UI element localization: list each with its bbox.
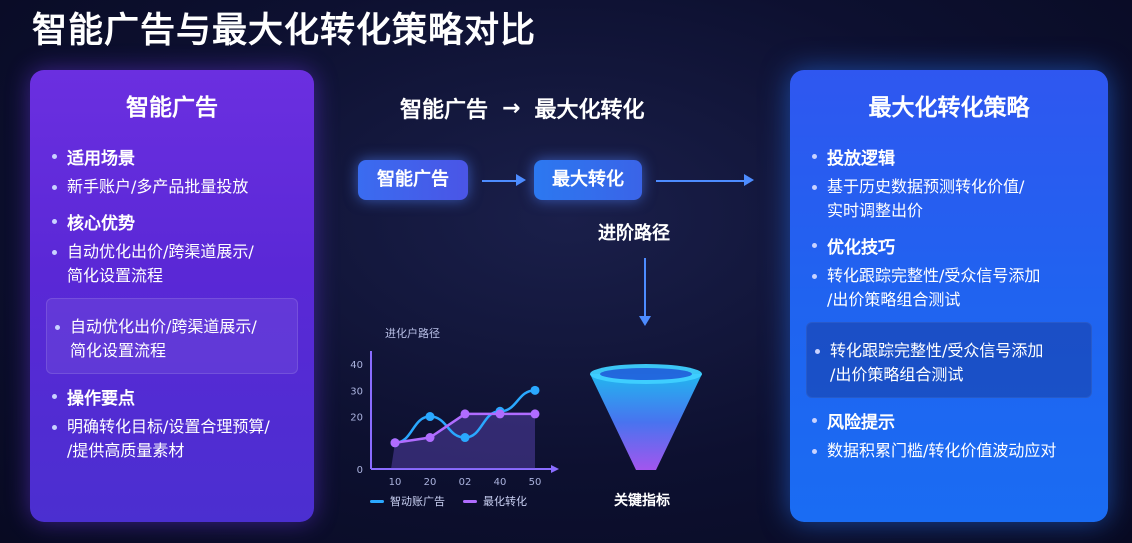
legend-swatch-series-b (463, 499, 477, 503)
legend-item-series-a: 智动账广告 (370, 493, 445, 509)
panel-section: 操作要点明确转化目标/设置合理预算/ /提供高质量素材 (52, 384, 292, 463)
chart: 进化户路径 0 20 30 40 10 20 02 40 50 (345, 325, 560, 520)
bullet-item: 转化跟踪完整性/受众信号添加 /出价策略组合测试 (815, 339, 1079, 387)
chart-title: 进化户路径 (385, 327, 440, 340)
bullet-dot-icon (812, 185, 817, 190)
x-tick-label: 20 (424, 477, 437, 488)
bullet-text: 自动优化出价/跨渠道展示/ 简化设置流程 (67, 242, 254, 285)
forward-arrow-icon (744, 174, 754, 186)
bullet-item: 数据积累门槛/转化价值波动应对 (812, 439, 1086, 463)
flow-title-left: 智能广告 (400, 98, 489, 123)
chart-data-point (460, 433, 470, 443)
down-arrow-icon (639, 258, 651, 326)
section-heading-text: 适用场景 (67, 149, 135, 169)
bullet-dot-icon (815, 349, 820, 354)
flow-title-right: 最大化转化 (534, 98, 645, 123)
bullet-item: 转化跟踪完整性/受众信号添加 /出价策略组合测试 (812, 264, 1086, 312)
y-tick-label: 0 (357, 465, 363, 476)
chart-legend: 智动账广告 最化转化 (370, 493, 527, 509)
section-heading: 风险提示 (812, 408, 1086, 433)
panel-section: 核心优势自动优化出价/跨渠道展示/ 简化设置流程 (52, 209, 292, 288)
panel-section: 自动优化出价/跨渠道展示/ 简化设置流程 (46, 298, 298, 374)
legend-item-series-b: 最化转化 (463, 493, 527, 509)
right-panel: 最大化转化策略 投放逻辑基于历史数据预测转化价值/ 实时调整出价优化技巧转化跟踪… (790, 70, 1108, 522)
forward-arrow-line (656, 180, 748, 182)
path-label: 进阶路径 (598, 223, 670, 244)
section-heading-text: 操作要点 (67, 389, 135, 409)
chart-data-point (495, 409, 505, 419)
bullet-item: 自动优化出价/跨渠道展示/ 简化设置流程 (55, 315, 285, 363)
panel-section: 适用场景新手账户/多产品批量投放 (52, 144, 292, 199)
bullet-item: 新手账户/多产品批量投放 (52, 175, 292, 199)
y-tick-label: 30 (350, 386, 363, 397)
connector-arrow-line (482, 180, 520, 182)
x-tick-label: 10 (389, 477, 402, 488)
bullet-item: 基于历史数据预测转化价值/ 实时调整出价 (812, 175, 1086, 223)
chart-data-point (530, 409, 540, 419)
bullet-dot-icon (52, 394, 57, 399)
panel-section: 转化跟踪完整性/受众信号添加 /出价策略组合测试 (806, 322, 1092, 398)
bullet-dot-icon (812, 449, 817, 454)
bullet-dot-icon (55, 325, 60, 330)
section-heading-text: 风险提示 (827, 413, 895, 433)
bullet-text: 转化跟踪完整性/受众信号添加 /出价策略组合测试 (830, 341, 1044, 384)
bullet-text: 新手账户/多产品批量投放 (67, 177, 249, 196)
bullet-text: 明确转化目标/设置合理预算/ /提供高质量素材 (67, 417, 270, 460)
section-heading-text: 核心优势 (67, 214, 135, 234)
page-title: 智能广告与最大化转化策略对比 (32, 11, 537, 51)
bullet-item: 自动优化出价/跨渠道展示/ 简化设置流程 (52, 240, 292, 288)
flow-title: 智能广告 → 最大化转化 (400, 92, 644, 124)
section-heading-text: 优化技巧 (827, 238, 895, 258)
y-tick-label: 20 (350, 413, 363, 424)
chart-data-point (390, 438, 400, 448)
bullet-dot-icon (52, 250, 57, 255)
y-tick-label: 40 (350, 360, 363, 371)
x-tick-label: 02 (459, 477, 472, 488)
smart-ads-pill[interactable]: 智能广告 (358, 160, 468, 200)
left-panel-title: 智能广告 (126, 95, 218, 121)
bullet-dot-icon (812, 243, 817, 248)
chart-canvas: 0 20 30 40 10 20 02 40 50 (350, 351, 559, 488)
bullet-dot-icon (52, 154, 57, 159)
chart-data-point (425, 412, 435, 422)
legend-swatch-series-a (370, 499, 384, 503)
connector-arrow-icon (516, 174, 526, 186)
max-conversion-pill[interactable]: 最大转化 (534, 160, 642, 200)
bullet-dot-icon (52, 185, 57, 190)
panel-section: 风险提示数据积累门槛/转化价值波动应对 (812, 408, 1086, 463)
section-heading: 操作要点 (52, 384, 292, 409)
section-heading: 优化技巧 (812, 233, 1086, 258)
legend-label-series-a: 智动账广告 (390, 495, 445, 508)
chart-data-point (425, 433, 435, 443)
bullet-dot-icon (52, 219, 57, 224)
right-panel-body: 投放逻辑基于历史数据预测转化价值/ 实时调整出价优化技巧转化跟踪完整性/受众信号… (806, 144, 1092, 463)
x-axis-arrow-icon (551, 465, 559, 473)
chart-data-point (530, 385, 540, 395)
bullet-text: 基于历史数据预测转化价值/ 实时调整出价 (827, 177, 1025, 220)
bullet-text: 转化跟踪完整性/受众信号添加 /出价策略组合测试 (827, 266, 1041, 309)
section-heading: 核心优势 (52, 209, 292, 234)
bullet-dot-icon (812, 418, 817, 423)
flow-arrow-icon: → (502, 95, 521, 121)
chart-data-point (460, 409, 470, 419)
right-panel-title: 最大化转化策略 (868, 95, 1030, 121)
panel-section: 投放逻辑基于历史数据预测转化价值/ 实时调整出价 (812, 144, 1086, 223)
legend-label-series-b: 最化转化 (483, 495, 527, 508)
section-heading: 适用场景 (52, 144, 292, 169)
funnel-label: 关键指标 (614, 493, 670, 509)
left-panel: 智能广告 适用场景新手账户/多产品批量投放核心优势自动优化出价/跨渠道展示/ 简… (30, 70, 314, 522)
funnel-icon (590, 364, 702, 470)
x-tick-label: 50 (529, 477, 542, 488)
x-tick-label: 40 (494, 477, 507, 488)
panel-section: 优化技巧转化跟踪完整性/受众信号添加 /出价策略组合测试 (812, 233, 1086, 312)
section-heading: 投放逻辑 (812, 144, 1086, 169)
left-panel-body: 适用场景新手账户/多产品批量投放核心优势自动优化出价/跨渠道展示/ 简化设置流程… (46, 144, 298, 463)
bullet-text: 数据积累门槛/转化价值波动应对 (827, 441, 1057, 460)
bullet-dot-icon (52, 425, 57, 430)
section-heading-text: 投放逻辑 (827, 149, 895, 169)
bullet-dot-icon (812, 274, 817, 279)
bullet-item: 明确转化目标/设置合理预算/ /提供高质量素材 (52, 415, 292, 463)
bullet-text: 自动优化出价/跨渠道展示/ 简化设置流程 (70, 317, 257, 360)
bullet-dot-icon (812, 154, 817, 159)
